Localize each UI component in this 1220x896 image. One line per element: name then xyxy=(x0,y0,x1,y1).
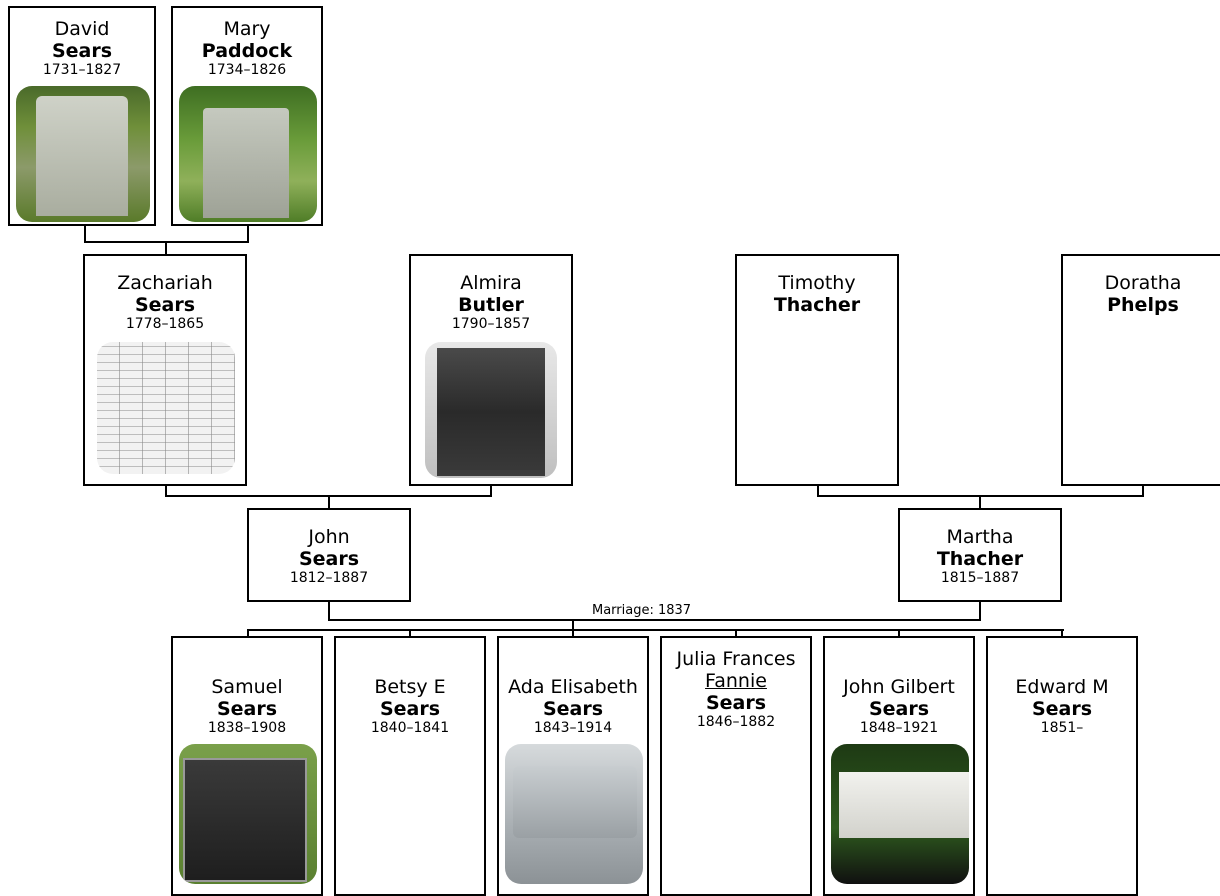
person-card-john[interactable]: John Sears 1812–1887 xyxy=(247,508,411,602)
connector xyxy=(328,600,330,620)
person-card-zachariah[interactable]: Zachariah Sears 1778–1865 xyxy=(83,254,247,486)
surname: Sears xyxy=(216,698,278,720)
headstone-photo[interactable] xyxy=(16,86,150,222)
given-name: Ada Elisabeth xyxy=(508,676,638,698)
given-name: John Gilbert xyxy=(843,676,955,698)
nickname: Fannie xyxy=(705,670,767,692)
surname: Sears xyxy=(705,692,767,714)
life-dates: 1731–1827 xyxy=(42,62,122,78)
given-name: Samuel xyxy=(211,676,283,698)
surname: Butler xyxy=(458,294,524,316)
surname: Thacher xyxy=(773,294,861,316)
connector xyxy=(165,241,167,256)
connector xyxy=(165,484,167,496)
connector xyxy=(409,629,411,637)
connector xyxy=(898,629,900,637)
life-dates: 1840–1841 xyxy=(370,720,450,736)
children-line xyxy=(247,629,1064,631)
surname: Phelps xyxy=(1107,294,1179,316)
person-card-martha[interactable]: Martha Thacher 1815–1887 xyxy=(898,508,1062,602)
connector xyxy=(490,484,492,496)
person-card-julia[interactable]: Julia Frances Fannie Sears 1846–1882 xyxy=(660,636,812,896)
connector xyxy=(817,484,819,496)
person-card-mary[interactable]: Mary Paddock 1734–1826 xyxy=(171,6,323,226)
life-dates: 1790–1857 xyxy=(451,316,531,332)
surname: Sears xyxy=(1031,698,1093,720)
surname: Sears xyxy=(868,698,930,720)
given-name: Almira xyxy=(460,272,522,294)
given-name: Betsy E xyxy=(374,676,446,698)
connector xyxy=(572,619,574,630)
given-name: Doratha xyxy=(1104,272,1182,294)
life-dates: 1812–1887 xyxy=(289,570,369,586)
given-name: David xyxy=(54,18,110,40)
surname: Sears xyxy=(134,294,196,316)
connector xyxy=(84,224,86,242)
connector xyxy=(1142,484,1144,496)
census-photo[interactable] xyxy=(97,342,235,474)
life-dates: 1851– xyxy=(1040,720,1084,736)
life-dates: 1848–1921 xyxy=(859,720,939,736)
person-card-david[interactable]: David Sears 1731–1827 xyxy=(8,6,156,226)
person-card-timothy[interactable]: Timothy Thacher xyxy=(735,254,899,486)
connector xyxy=(328,495,330,510)
surname: Paddock xyxy=(201,40,293,62)
person-card-almira[interactable]: Almira Butler 1790–1857 xyxy=(409,254,573,486)
person-card-ada[interactable]: Ada Elisabeth Sears 1843–1914 xyxy=(497,636,649,896)
headstone-photo[interactable] xyxy=(179,86,317,222)
life-dates: 1815–1887 xyxy=(940,570,1020,586)
given-name: Mary xyxy=(223,18,271,40)
given-name: Martha xyxy=(946,526,1014,548)
headstone-photo[interactable] xyxy=(505,744,643,884)
life-dates: 1843–1914 xyxy=(533,720,613,736)
connector xyxy=(247,629,249,637)
connector xyxy=(979,495,981,510)
life-dates: 1778–1865 xyxy=(125,316,205,332)
given-name: Timothy xyxy=(778,272,856,294)
person-card-edward[interactable]: Edward M Sears 1851– xyxy=(986,636,1138,896)
given-name: Julia Frances xyxy=(676,648,796,670)
connector xyxy=(572,629,574,637)
marriage-line xyxy=(328,619,981,621)
connector xyxy=(979,600,981,620)
person-card-samuel[interactable]: Samuel Sears 1838–1908 xyxy=(171,636,323,896)
surname: Sears xyxy=(379,698,441,720)
surname: Sears xyxy=(542,698,604,720)
surname: Sears xyxy=(298,548,360,570)
person-card-john-gilbert[interactable]: John Gilbert Sears 1848–1921 xyxy=(823,636,975,896)
life-dates: 1734–1826 xyxy=(207,62,287,78)
headstone-photo[interactable] xyxy=(831,744,969,884)
connector xyxy=(735,629,737,637)
given-name: Edward M xyxy=(1015,676,1109,698)
surname: Thacher xyxy=(936,548,1024,570)
headstone-photo[interactable] xyxy=(179,744,317,884)
connector xyxy=(247,224,249,242)
person-card-betsy[interactable]: Betsy E Sears 1840–1841 xyxy=(334,636,486,896)
connector xyxy=(1061,629,1063,637)
headstone-photo[interactable] xyxy=(425,342,557,478)
surname: Sears xyxy=(51,40,113,62)
person-card-doratha[interactable]: Doratha Phelps xyxy=(1061,254,1220,486)
given-name: Zachariah xyxy=(117,272,213,294)
marriage-label: Marriage: 1837 xyxy=(590,603,694,618)
life-dates: 1838–1908 xyxy=(207,720,287,736)
given-name: John xyxy=(308,526,350,548)
life-dates: 1846–1882 xyxy=(696,714,776,730)
